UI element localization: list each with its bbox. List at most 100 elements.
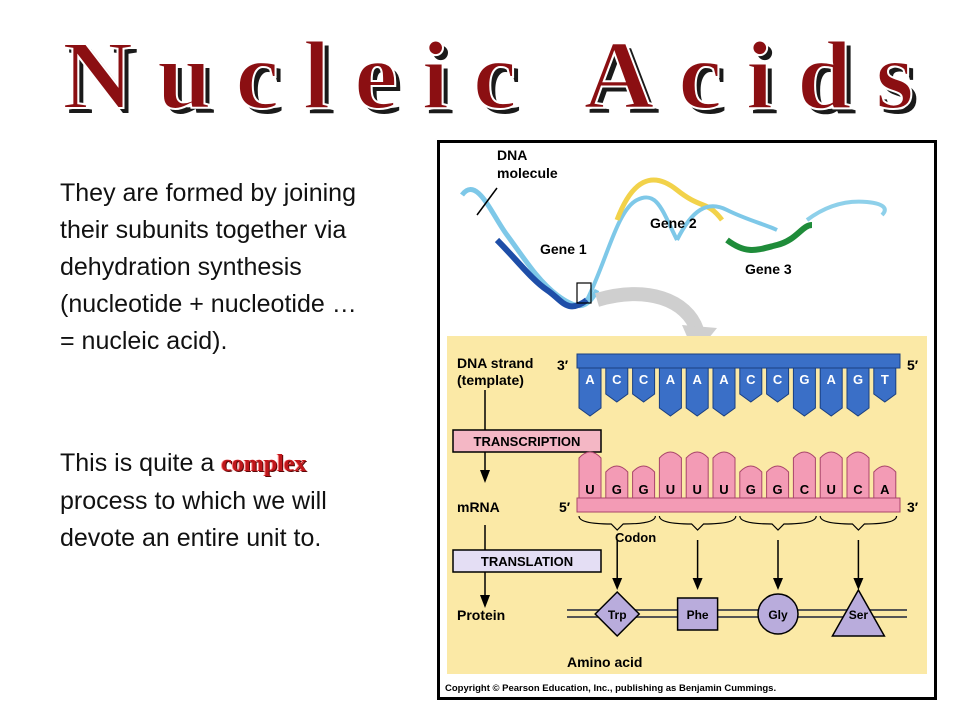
dna-base-letter: A [827, 372, 837, 387]
transcription-label: TRANSCRIPTION [474, 434, 581, 449]
dna-base: G [792, 367, 816, 417]
codon-brace [819, 515, 898, 531]
text-line: = nucleic acid). [60, 327, 228, 355]
amino-acid-text: Ser [849, 608, 869, 622]
amino-acid-text: Trp [608, 608, 627, 622]
mrna-base: G [766, 465, 790, 499]
dna-base-letter: C [639, 372, 649, 387]
mrna-base-letter: U [719, 482, 728, 497]
protein-label: Protein [457, 607, 505, 623]
mrna-base: U [578, 451, 602, 499]
codon-label: Codon [615, 530, 656, 545]
arrow-head-icon [612, 578, 623, 590]
dna-base-letter: G [799, 372, 809, 387]
text-line: process to which we will [60, 487, 327, 515]
dna-base: G [846, 367, 870, 417]
dna-base-letter: G [853, 372, 863, 387]
copyright: Copyright © Pearson Education, Inc., pub… [445, 683, 776, 694]
dna-label-2: molecule [497, 165, 558, 181]
codon-brace [658, 515, 737, 531]
mrna-base-letter: C [853, 482, 863, 497]
dna-label: DNA [497, 147, 527, 163]
mrna-base-letter: G [612, 482, 622, 497]
amino-acid: Trp [594, 590, 641, 638]
amino-acid: Gly [757, 593, 799, 635]
mrna-base-letter: A [880, 482, 890, 497]
dna-base-letter: T [881, 372, 889, 387]
slide-title: Nucleic Acids Nucleic Acids [61, 21, 942, 130]
dna-base: C [739, 367, 763, 403]
dna-base-letter: C [612, 372, 622, 387]
dna-base: A [712, 367, 736, 417]
mrna-base-letter: G [639, 482, 649, 497]
dna-base: C [766, 367, 790, 403]
mrna-base-letter: G [746, 482, 756, 497]
mrna-base: G [632, 465, 656, 499]
text-line: (nucleotide + nucleotide … [60, 290, 357, 318]
dna-base-letter: A [585, 372, 595, 387]
dna-base-letter: A [693, 372, 703, 387]
dna-base-letter: C [746, 372, 756, 387]
mrna-base-letter: U [585, 482, 594, 497]
amino-acid-text: Gly [768, 608, 788, 622]
codon-brace [739, 515, 817, 531]
text-line: their subunits together via [60, 216, 347, 244]
dna-base: A [819, 367, 843, 417]
amino-acid-label: Amino acid [567, 654, 642, 670]
slide-title-text: Nucleic Acids [62, 22, 937, 130]
arrow-head-icon [853, 578, 864, 590]
mrna-base: G [605, 465, 629, 499]
mrna-base-letter: U [827, 482, 836, 497]
svg-text:Nucleic Acids: Nucleic Acids [67, 27, 942, 130]
mrna-base: U [819, 451, 843, 499]
paragraph-dehydration: They are formed by joining their subunit… [60, 175, 420, 360]
mrna-label: mRNA [457, 499, 500, 515]
paragraph-complex: This is quite a complex process to which… [60, 445, 420, 557]
svg-text:5′: 5′ [559, 499, 571, 515]
dna-base: T [873, 367, 897, 403]
codon-brace [578, 515, 656, 531]
dna-base: C [605, 367, 629, 403]
dna-base: A [685, 367, 709, 417]
dna-base: C [632, 367, 656, 403]
gene1-label: Gene 1 [540, 241, 587, 257]
amino-acid-text: Phe [687, 608, 709, 622]
text-line: This is quite a complex [60, 445, 420, 483]
text-line: dehydration synthesis [60, 253, 302, 281]
mrna-base: U [658, 451, 682, 499]
gene2-label: Gene 2 [650, 215, 697, 231]
text-line: devote an entire unit to. [60, 524, 322, 552]
dna-strand-label: DNA strand [457, 355, 534, 371]
text-line: They are formed by joining [60, 179, 356, 207]
mrna-base: A [873, 465, 897, 499]
dna-base: A [658, 367, 682, 417]
svg-text:3′: 3′ [557, 357, 569, 373]
dna-base-letter: A [719, 372, 729, 387]
gene3-label: Gene 3 [745, 261, 792, 277]
arrow-head-icon [692, 578, 703, 590]
amino-acids: Trp Phe Gly Ser [594, 588, 886, 638]
mrna-base: U [712, 451, 736, 499]
mrna-base-letter: U [666, 482, 675, 497]
amino-acid: Phe [676, 597, 719, 631]
codon-braces [578, 515, 898, 590]
svg-text:3′: 3′ [907, 499, 919, 515]
mrna-base: C [846, 451, 870, 499]
amino-acid: Ser [831, 588, 886, 637]
dna-base-letter: A [666, 372, 676, 387]
mrna-base-letter: U [693, 482, 702, 497]
mrna-base-letter: G [773, 482, 783, 497]
mrna-base: U [685, 451, 709, 499]
translation-label: TRANSLATION [481, 554, 573, 569]
mrna-base-letter: C [800, 482, 810, 497]
svg-text:5′: 5′ [907, 357, 919, 373]
dna-base: A [578, 367, 602, 417]
gene-expression-figure: DNA molecule Gene 1 Gene 2 Gene 3 DNA st… [437, 140, 937, 700]
mrna-base: G [739, 465, 763, 499]
mrna-base: C [792, 451, 816, 499]
dna-base-letter: C [773, 372, 783, 387]
dna-molecule [460, 177, 887, 310]
arrow-head-icon [773, 578, 783, 590]
